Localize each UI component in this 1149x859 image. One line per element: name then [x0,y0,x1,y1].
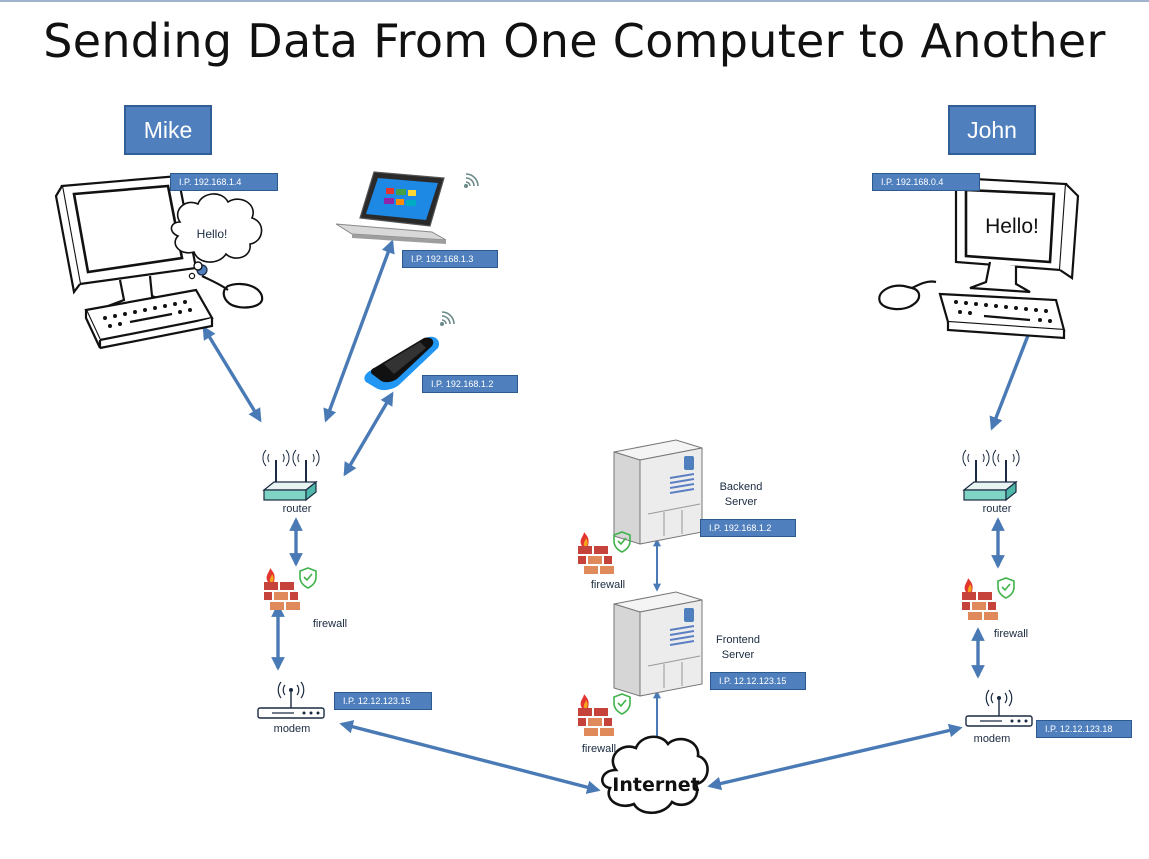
right-firewall-label: firewall [994,628,1028,640]
right-modem-ip-badge: I.P. 12.12.123.18 [1036,720,1132,738]
phone-ip-badge: I.P. 192.168.1.2 [422,375,518,393]
left-router-icon [261,449,321,501]
frontend-label-line1: Frontend [716,634,760,646]
john-computer-icon [878,176,1080,340]
server-firewall-top-label: firewall [591,579,625,591]
page-title: Sending Data From One Computer to Anothe… [43,14,1106,68]
left-modem-icon [257,681,325,719]
phone-wifi-icon [439,311,455,327]
left-modem-label: modem [274,723,311,735]
phone-icon [364,336,440,391]
mike-ip-badge: I.P. 192.168.1.4 [170,173,278,191]
arrow-mike-router [202,325,262,423]
laptop-wifi-icon [463,173,479,189]
arrow-john-router [989,317,1037,431]
laptop-icon [335,171,447,244]
mike-name-box: Mike [124,105,212,155]
backend-ip-badge: I.P. 192.168.1.2 [700,519,796,537]
left-firewall-label: firewall [313,618,347,630]
right-router-icon [961,449,1021,501]
john-name-box: John [948,105,1036,155]
top-rule [0,0,1149,2]
frontend-server-icon [613,591,703,697]
right-modem-label: modem [974,733,1011,745]
arrow-phone-router [343,391,394,477]
john-message: Hello! [985,215,1039,238]
mike-message: Hello! [197,227,228,241]
right-router-label: router [983,503,1012,515]
mike-hello-cloud-icon [170,193,263,280]
right-modem-icon [965,689,1033,727]
arrow-laptop-router [323,239,395,423]
frontend-label-line2: Server [722,649,755,661]
john-ip-badge: I.P. 192.168.0.4 [872,173,980,191]
frontend-ip-badge: I.P. 12.12.123.15 [710,672,806,690]
backend-label-line1: Backend [720,481,763,493]
connection-arrows [202,239,1037,794]
left-router-label: router [283,503,312,515]
backend-label-line2: Server [725,496,758,508]
backend-server-icon [613,439,703,545]
internet-label: Internet [612,774,699,796]
left-modem-ip-badge: I.P. 12.12.123.15 [334,692,432,710]
right-firewall-icon [961,577,1015,621]
server-firewall-bottom-icon [577,693,631,737]
laptop-ip-badge: I.P. 192.168.1.3 [402,250,498,268]
left-firewall-icon [263,567,317,611]
arrow-leftmodem-internet [339,720,601,794]
arrow-internet-rightmodem [707,723,963,791]
internet-cloud-icon [601,735,709,815]
server-firewall-bottom-label: firewall [582,743,616,755]
